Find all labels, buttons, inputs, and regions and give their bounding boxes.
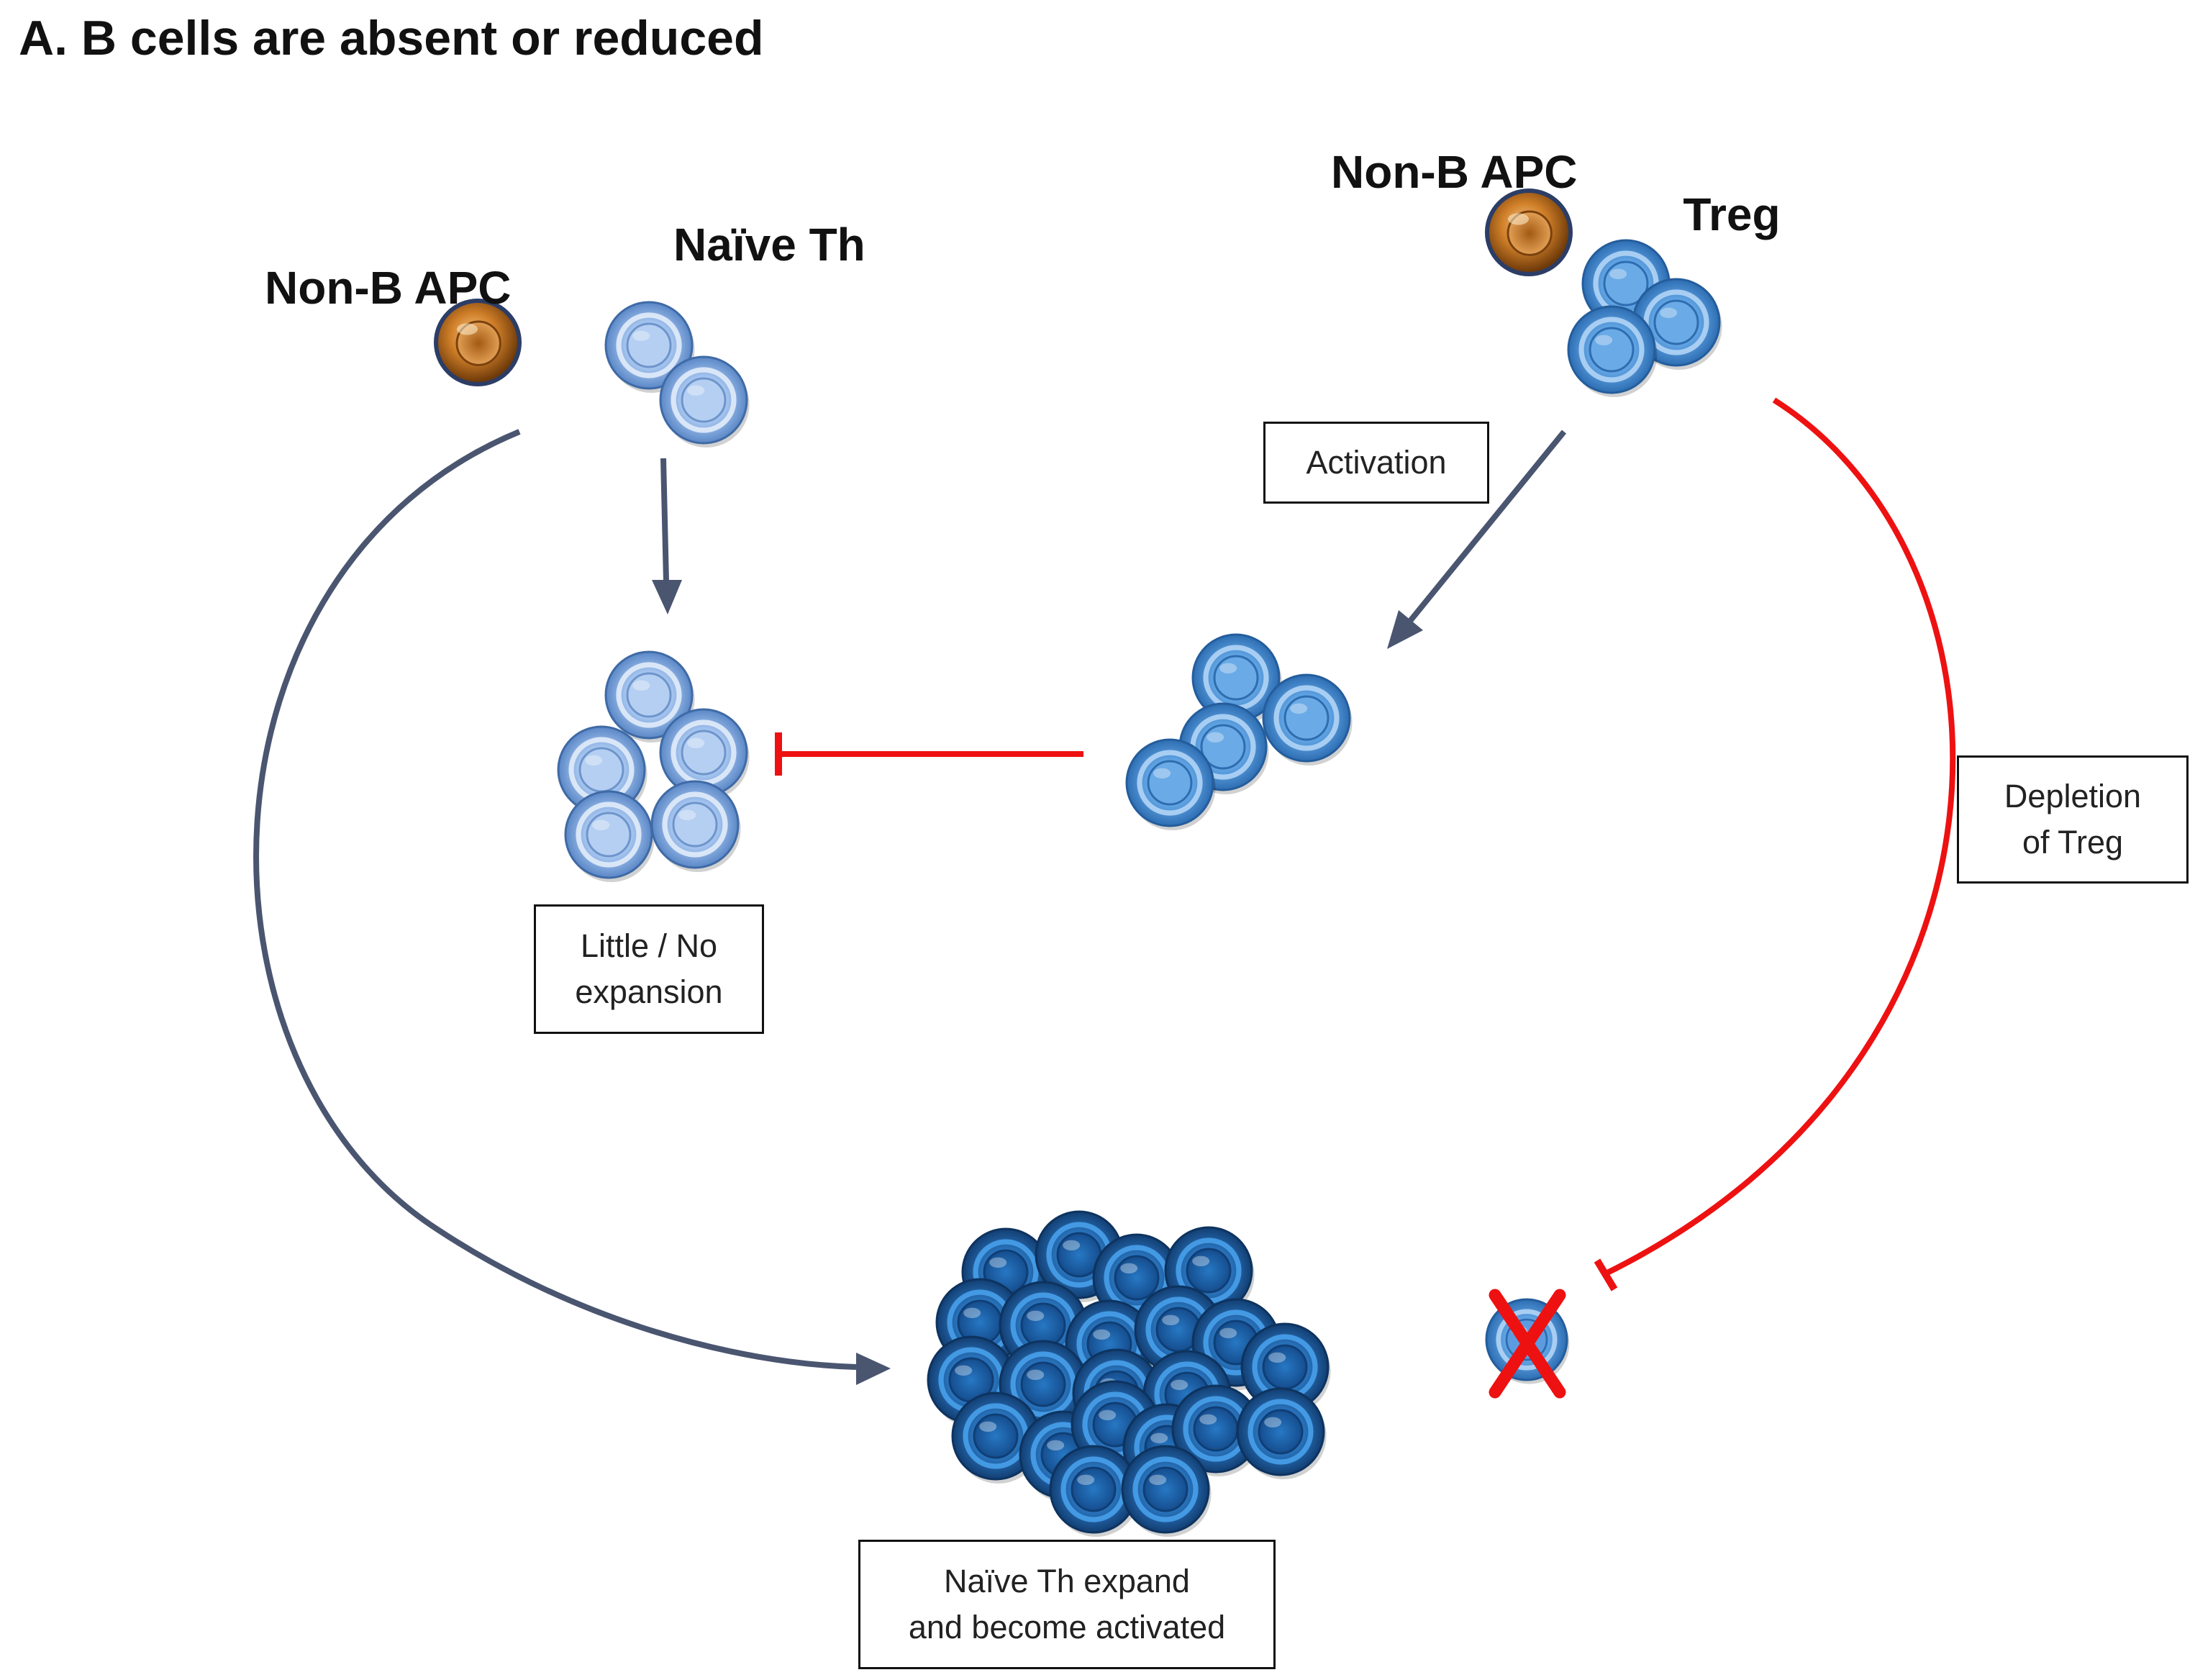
expanded-th-cell <box>1121 1445 1212 1537</box>
naive-th-expand-text: Naïve Th expand and become activated <box>908 1563 1226 1645</box>
depletion-inhibition-bar <box>1594 1258 1618 1291</box>
apc-right-label: Non-B APC <box>1331 146 1578 198</box>
naive-th-down-arrowhead <box>652 580 682 614</box>
expanded-th-cell <box>1171 1384 1262 1476</box>
apc-to-expansion-curve <box>253 429 857 1370</box>
unexpanded-th-cell <box>659 708 750 800</box>
little-no-expansion-box: Little / No expansion <box>534 904 764 1034</box>
activation-arrow-line <box>1404 430 1567 627</box>
activated-treg-cell <box>1262 673 1353 766</box>
apc-to-expansion-arrowhead <box>856 1353 891 1385</box>
expanded-th-cell <box>1236 1387 1327 1479</box>
naive-th-cell <box>659 355 750 448</box>
cells-layer <box>434 189 1722 1537</box>
apc-left-cell <box>434 299 522 386</box>
activation-box: Activation <box>1263 422 1489 504</box>
activated-treg-cell <box>1125 738 1216 830</box>
unexpanded-th-cell <box>564 790 655 882</box>
depletion-curve <box>1604 397 1956 1276</box>
expanded-th-cell <box>1049 1445 1140 1537</box>
treg-cell <box>1567 305 1658 397</box>
activated-treg-cell <box>1191 633 1282 725</box>
naive-th-label: Naïve Th <box>673 219 865 271</box>
panel-title: A. B cells are absent or reduced <box>19 11 764 65</box>
apc-left-label: Non-B APC <box>265 262 512 314</box>
depleted-treg-x-stroke-2 <box>1489 1289 1566 1399</box>
depletion-of-treg-box: Depletion of Treg <box>1957 755 2189 884</box>
little-no-expansion-text: Little / No expansion <box>575 927 723 1010</box>
unexpanded-th-cell <box>650 780 741 872</box>
naive-th-down-arrow-line <box>660 458 669 582</box>
depletion-of-treg-text: Depletion of Treg <box>2004 778 2142 861</box>
activation-box-text: Activation <box>1306 444 1447 481</box>
apc-right-cell <box>1485 189 1573 276</box>
naive-th-cell <box>604 301 695 393</box>
activation-arrowhead <box>1387 610 1423 649</box>
treg-label: Treg <box>1683 189 1781 240</box>
naive-th-expand-box: Naïve Th expand and become activated <box>858 1540 1276 1669</box>
